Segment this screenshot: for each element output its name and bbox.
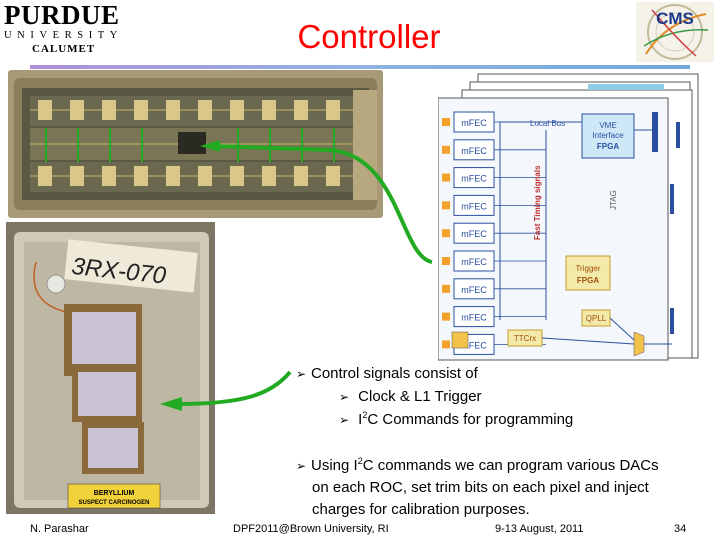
mfec-label: mFEC [461, 313, 487, 323]
footer-conference: DPF2011@Brown University, RI [233, 523, 389, 535]
mfec-connector [442, 173, 450, 182]
vme-label-2: Interface [592, 131, 624, 140]
bullet-line1: ➢ Using I2C commands we can program vario… [296, 455, 716, 477]
beryllium-warning-line2: SUSPECT CARCINOGEN [78, 500, 149, 506]
footer-page-number: 34 [674, 523, 687, 535]
arrow-to-plaquette [175, 370, 292, 406]
jtag-label: JTAG [609, 190, 618, 210]
bullet-arrow-icon: ➢ [339, 390, 350, 404]
mfec-label: mFEC [461, 257, 487, 267]
footer-author: N. Parashar [30, 523, 89, 535]
bullet-arrow-icon: ➢ [296, 367, 307, 381]
logo-line1: PURDUE [4, 0, 120, 30]
bullet-text-pre: Using I [311, 457, 358, 474]
superscript: 2 [357, 456, 363, 466]
bullet-line3: charges for calibration purposes. [312, 501, 530, 518]
svg-text:CMS: CMS [656, 9, 694, 28]
bullet-arrow-icon: ➢ [339, 413, 350, 427]
mfec-connector [442, 118, 450, 126]
mfec-connector [442, 284, 450, 293]
logo-line2: UNIVERSITY [4, 30, 123, 41]
vme-label-3: FPGA [597, 142, 619, 151]
mfec-label: mFEC [461, 174, 487, 184]
superscript: 2 [362, 410, 368, 420]
logo-line3: CALUMET [32, 43, 96, 55]
mfec-connector [442, 145, 450, 154]
bullet-text-post: C Commands for programming [367, 411, 574, 428]
trigger-fpga-block [565, 255, 611, 291]
purdue-calumet-logo: PURDUE UNIVERSITY CALUMET [4, 2, 128, 58]
bullet-clock-trigger: ➢ Clock & L1 Trigger [339, 386, 482, 408]
arrow-head-plaquette [160, 397, 182, 411]
trigger-label-2: FPGA [577, 276, 599, 285]
mfec-label: mFEC [461, 201, 487, 211]
vme-label-1: VME [599, 121, 616, 130]
bullet-text: Control signals consist of [311, 365, 478, 382]
bullet-text: Clock & L1 Trigger [358, 388, 482, 405]
mfec-label: mFEC [461, 146, 487, 156]
cms-logo: CMS [636, 2, 714, 62]
trigger-label-1: Trigger [575, 264, 600, 273]
mfec-label: mFEC [461, 340, 487, 350]
ttcrx-label: TTCrx [514, 334, 536, 343]
title-underline [30, 65, 690, 69]
fast-timing-label: Fast Timing signals [533, 165, 542, 240]
mfec-column: mFEC mFEC mFEC mFEC mFEC mFEC mFEC mFEC mFEC [442, 111, 546, 355]
bullet-arrow-icon: ➢ [296, 459, 307, 473]
footer-date: 9-13 August, 2011 [495, 523, 584, 535]
vme-interface-fpga-block [581, 113, 635, 159]
mfec-connector [442, 312, 450, 321]
mfec-label: mFEC [461, 229, 487, 239]
qpll-label: QPLL [586, 314, 607, 323]
detector-module-photo [8, 70, 383, 218]
mfec-label: mFEC [461, 118, 487, 128]
local-bus-label: Local Bus [530, 119, 565, 128]
bullet-i2c-dacs: ➢ Using I2C commands we can program vario… [296, 455, 716, 521]
bullet-control-signals: ➢ Control signals consist of [296, 363, 478, 385]
controller-block-diagram: mFEC mFEC mFEC mFEC mFEC mFEC mFEC mFEC mFEC Loc… [438, 73, 699, 361]
bullet-text-pre: I [358, 411, 363, 428]
arrow-head-module [200, 140, 220, 152]
mfec-connector [442, 257, 450, 265]
bullet-line2: on each ROC, set trim bits on each pixel… [312, 479, 649, 496]
plaquette-photo: 3RX-070 BERYLLIUM SUSPECT CARCINOGEN [6, 222, 215, 514]
mfec-label: mFEC [461, 285, 487, 295]
mfec-connector [442, 229, 450, 238]
slide-title: Controller [0, 18, 720, 56]
slide-title-text: Controller [297, 18, 441, 55]
arrow-to-module [213, 144, 433, 264]
bullet-text-post: C commands we can program various DACs [362, 457, 659, 474]
bullet-i2c-programming: ➢ I2C Commands for programming [339, 409, 573, 431]
beryllium-warning-line1: BERYLLIUM [94, 490, 135, 497]
mfec-connector [442, 340, 450, 349]
mfec-connector [442, 201, 450, 210]
